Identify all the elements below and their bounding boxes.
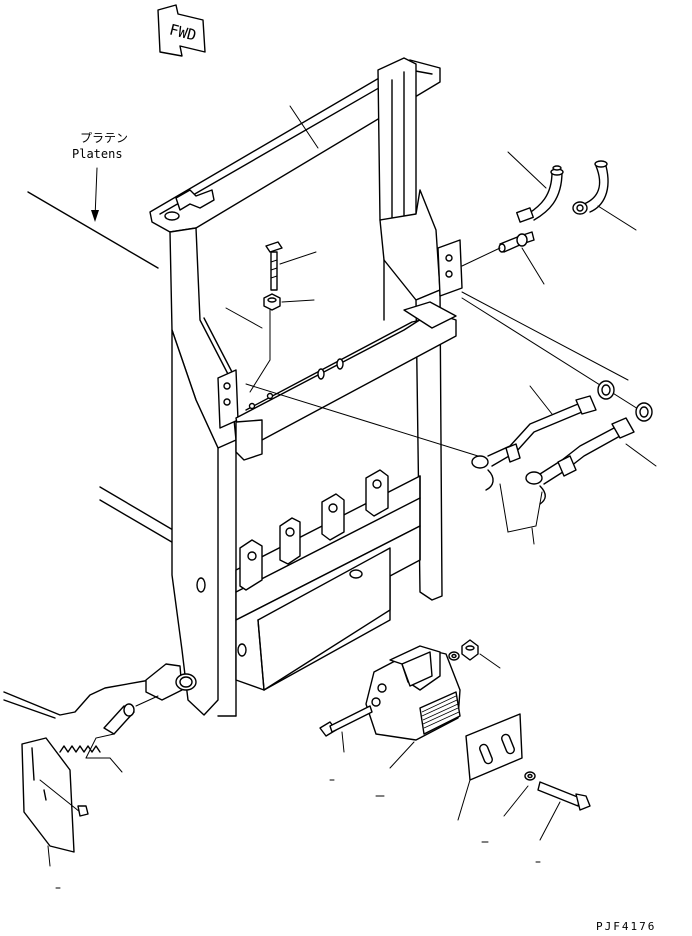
hose-fitting-upper: [507, 151, 564, 223]
platen-label-en: Platens: [72, 147, 123, 161]
platen-plate: [3, 191, 191, 719]
top-bolt: [265, 241, 317, 291]
drawing-number: PJF4176: [596, 920, 656, 933]
mast-left-upright: [169, 227, 239, 717]
connection-line-lower: [245, 383, 479, 457]
bolt-lower: [537, 781, 591, 841]
nut-small: [461, 639, 501, 669]
top-nut: [249, 293, 315, 393]
connection-line-right: [461, 291, 629, 381]
leader-bracket-elbows: [499, 483, 543, 533]
connection-line-right-2: [461, 297, 647, 415]
cover-plate: [21, 737, 89, 867]
leader-line-top-bar: [289, 105, 319, 149]
washer-small: [448, 651, 460, 661]
hose-lower-a: [471, 380, 615, 491]
leader-line-pin: [85, 733, 115, 759]
spring: [59, 745, 101, 753]
hose-fitting-elbow-right: [572, 160, 637, 231]
leader-line-elbows: [531, 527, 535, 545]
stopper-bracket: [365, 645, 461, 769]
leader-line-spring: [85, 757, 123, 773]
carriage: [235, 469, 421, 691]
platen-label-jp: プラテン: [80, 131, 128, 145]
stopper-block: [145, 663, 197, 701]
pin: [103, 695, 159, 735]
adapter-fitting: [498, 231, 545, 285]
stopper-bolt: [319, 705, 373, 753]
fwd-arrow-icon: FWD: [157, 4, 206, 57]
washer-lower: [503, 771, 536, 817]
connection-line-upper: [461, 247, 501, 267]
leader-line-cross: [225, 307, 263, 329]
shim-plate: [457, 713, 523, 821]
platen-callout: プラテン Platens: [72, 131, 128, 222]
hose-lower-b: [525, 402, 657, 505]
mast-cross-member: [235, 301, 457, 461]
mast-top-bar: [149, 57, 441, 233]
